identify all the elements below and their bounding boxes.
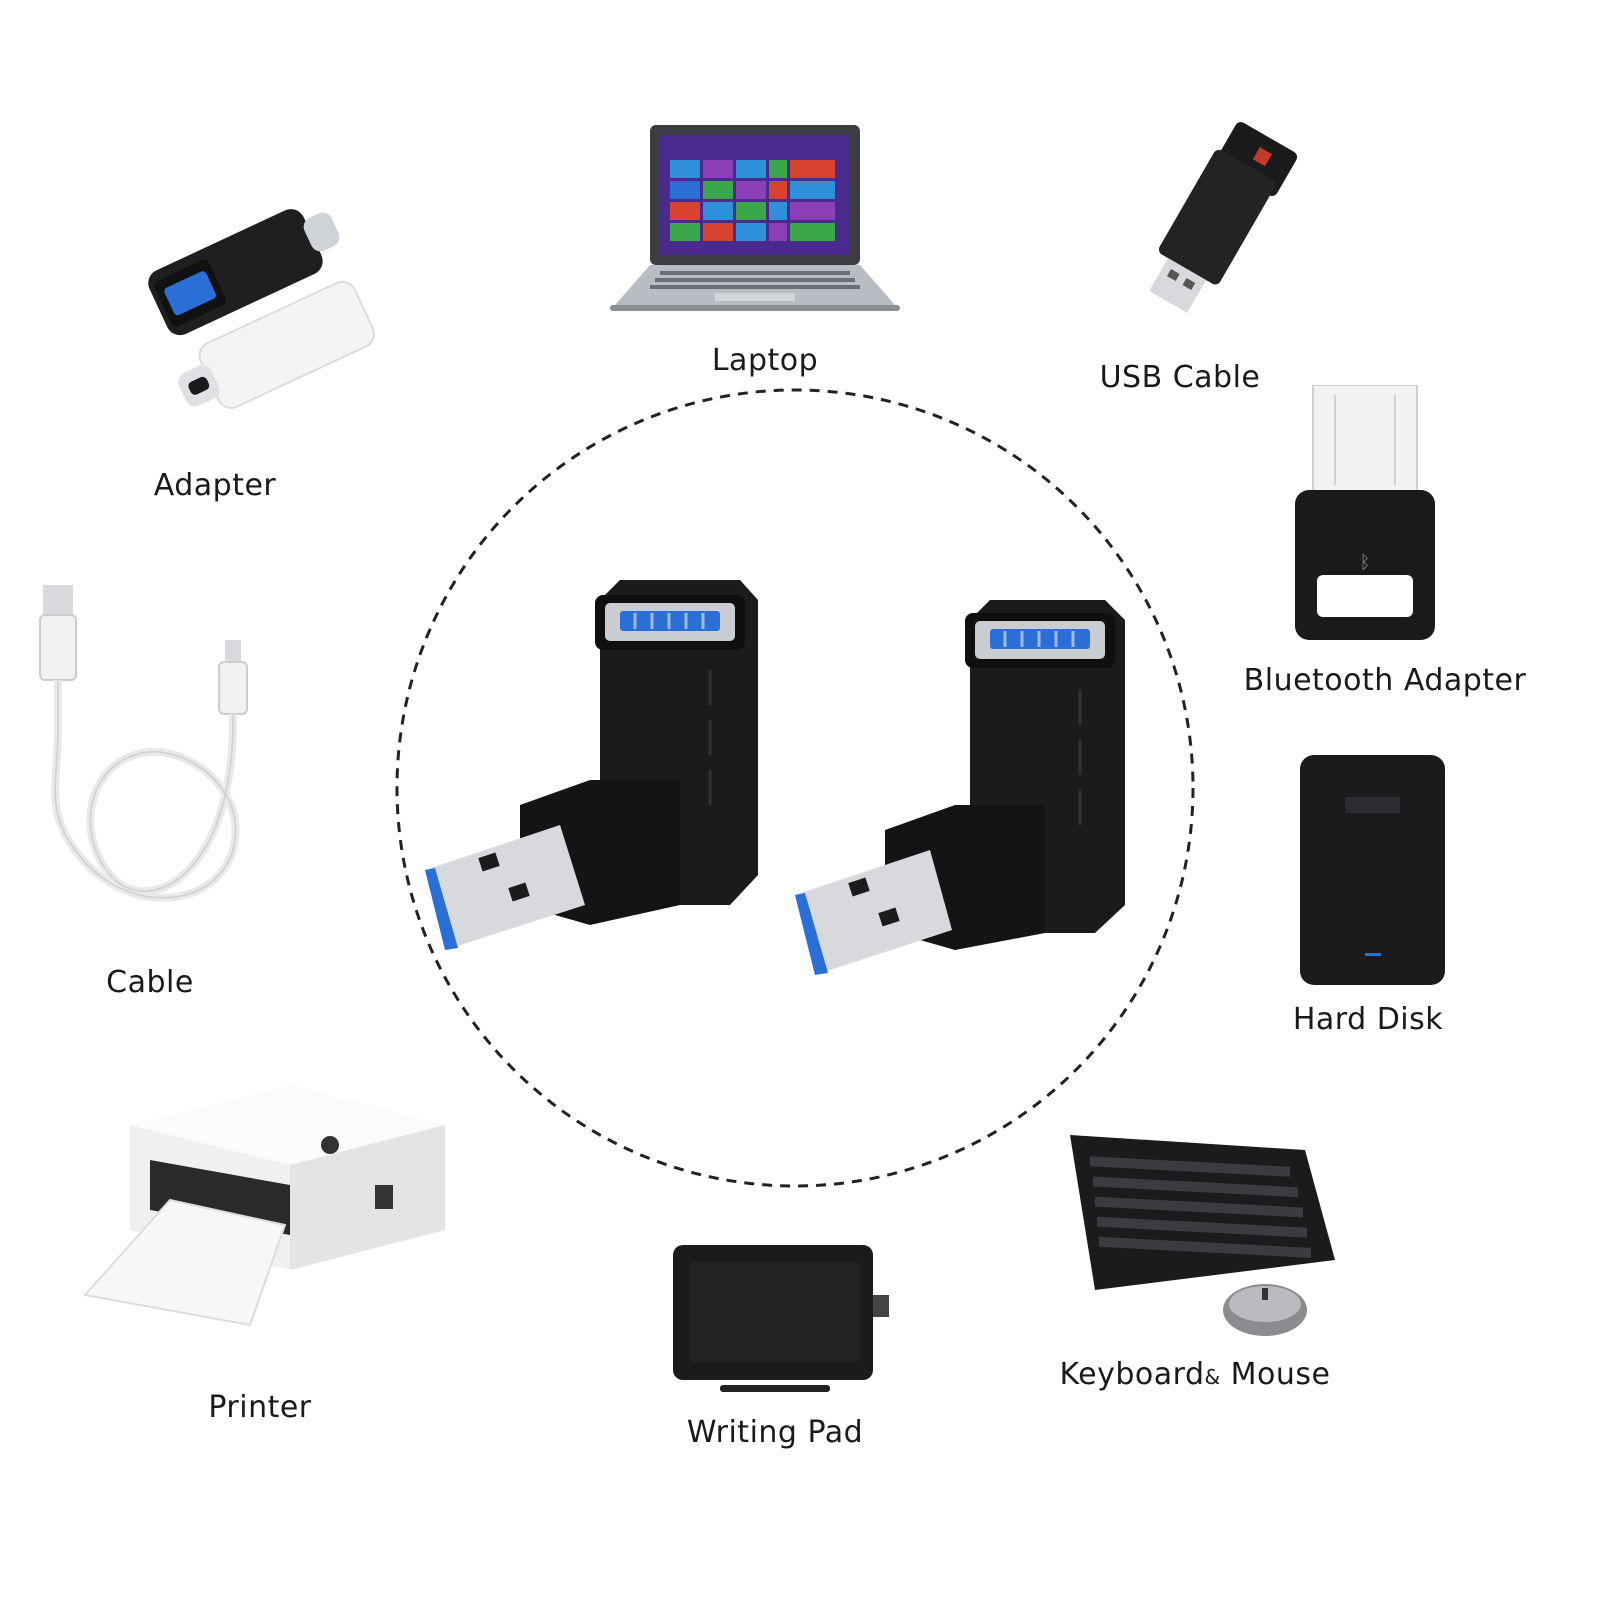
dashed-circle [395,388,1195,1188]
usb-stick-icon [1149,122,1298,314]
printer-label: Printer [208,1390,312,1425]
cable-label: Cable [106,965,194,1000]
bluetooth-dongle-icon: ᛒ [1295,385,1435,640]
usb-adapter-right [795,600,1125,975]
usb-cable-icon [39,585,248,902]
hard-disk-label: Hard Disk [1292,1002,1444,1037]
adapter-label: Adapter [153,468,277,503]
hard-disk-icon [1300,755,1445,985]
center-product-illustration [395,388,1195,1188]
usb-c-adapter-icon [148,209,375,409]
usb-adapter-left [425,580,758,950]
keyboard-label: Keyboard [1059,1357,1205,1392]
ampersand-label: & [1204,1365,1221,1389]
keyboard-mouse-label: Keyboard& Mouse [1059,1357,1330,1392]
label-printer-icon [83,1085,445,1327]
usb-cable-label: USB Cable [1099,360,1261,395]
bluetooth-adapter-label: Bluetooth Adapter [1243,663,1527,698]
laptop-label: Laptop [711,343,819,378]
svg-text:ᛒ: ᛒ [1360,552,1371,573]
laptop-icon [610,125,900,311]
mouse-label: Mouse [1230,1357,1331,1392]
keyboard-mouse-icon [1070,1135,1335,1336]
writing-pad-label: Writing Pad [686,1415,864,1450]
writing-pad-icon [673,1245,889,1392]
